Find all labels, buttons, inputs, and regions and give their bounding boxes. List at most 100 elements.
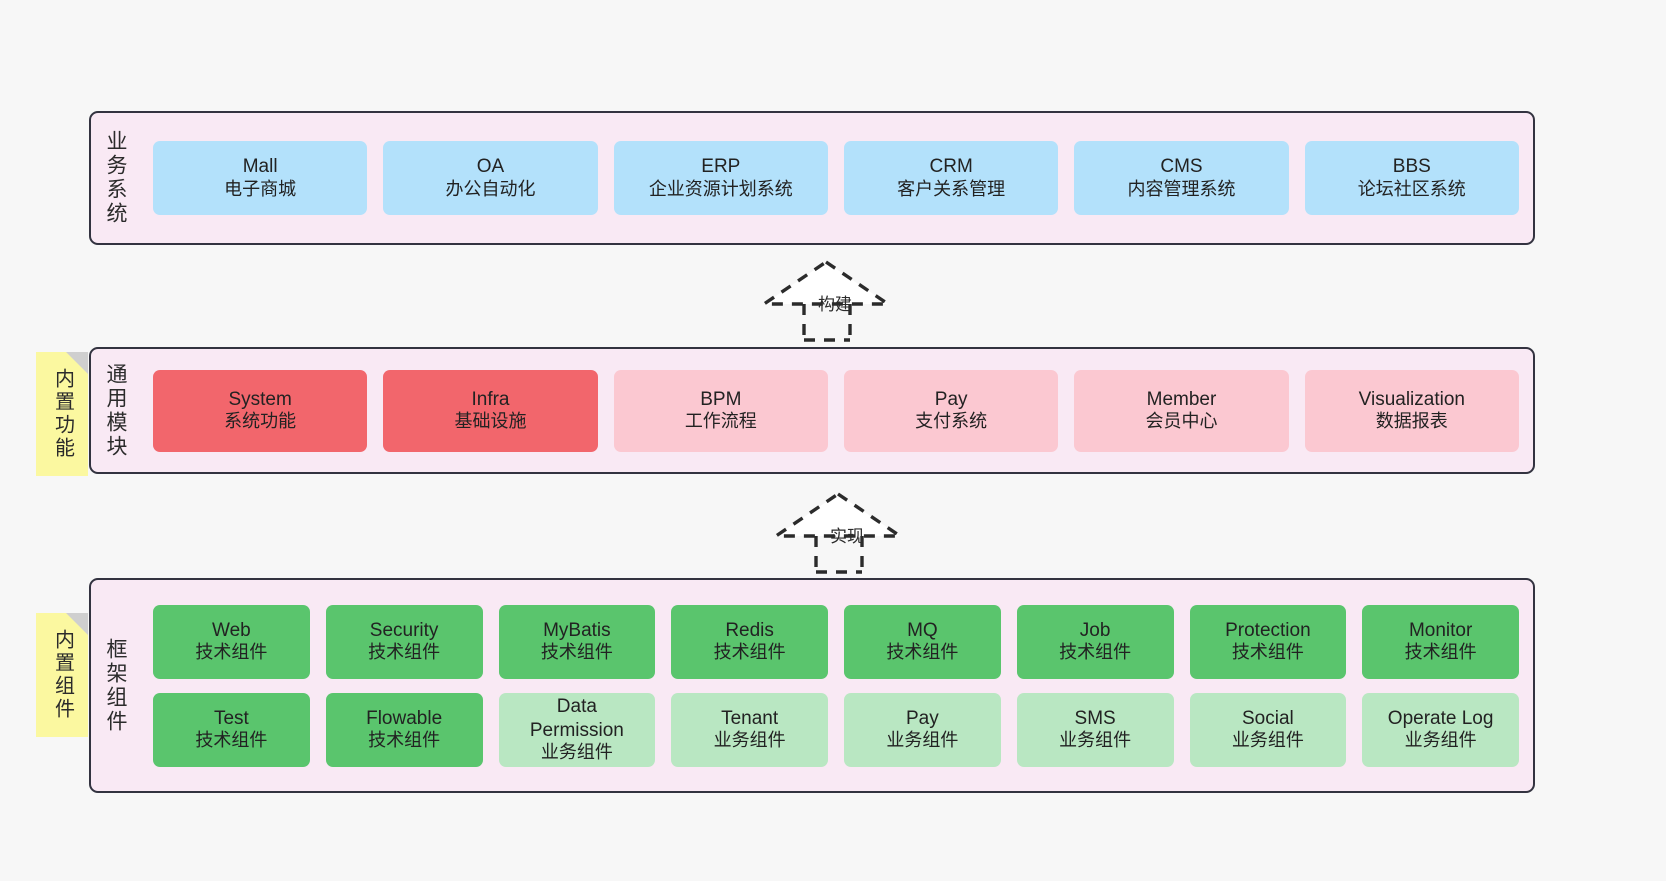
node-protection-title: Protection [1225, 619, 1311, 641]
build-arrow-head [758, 259, 894, 306]
layer-framework-components-label: 框架组件 [104, 637, 128, 734]
node-oa[interactable]: OA 办公自动化 [383, 141, 598, 215]
node-job-title: Job [1079, 619, 1111, 641]
layer-business-systems-label: 业务系统 [104, 130, 128, 226]
node-mybatis[interactable]: MyBatis 技术组件 [498, 604, 656, 679]
implement-arrow-stem [814, 536, 864, 574]
layer-common-modules-label: 通用模块 [104, 362, 128, 459]
node-web-title: Web [212, 619, 251, 641]
node-flowable[interactable]: Flowable 技术组件 [325, 692, 483, 767]
layer-business-systems-row: Mall 电子商城 OA 办公自动化 ERP 企业资源计划系统 CRM 客户关系… [153, 141, 1519, 215]
node-mall-title: Mall [242, 156, 278, 178]
node-system-title: System [228, 388, 292, 410]
node-security[interactable]: Security 技术组件 [325, 604, 483, 679]
connector-implement-label: 实现 [830, 527, 864, 546]
node-flowable-title: Flowable [366, 707, 443, 729]
layer-framework-components-row-2: Test 技术组件 Flowable 技术组件 Data Permission … [153, 692, 1519, 767]
node-social-title: Social [1242, 707, 1294, 729]
node-sms[interactable]: SMS 业务组件 [1016, 692, 1174, 767]
node-security-title: Security [369, 619, 439, 641]
node-sms-subtitle: 业务组件 [1059, 730, 1132, 751]
node-protection[interactable]: Protection 技术组件 [1189, 604, 1347, 679]
node-member-title: Member [1146, 388, 1217, 410]
node-data-permission-title: Data Permission [529, 696, 624, 741]
node-visualization-title: Visualization [1358, 388, 1465, 410]
connector-build: 构建 [758, 258, 900, 342]
layer-common-modules-body: System 系统功能 Infra 基础设施 BPM 工作流程 Pay 支付系统… [139, 349, 1533, 472]
node-web-subtitle: 技术组件 [195, 642, 268, 663]
node-job[interactable]: Job 技术组件 [1016, 604, 1174, 679]
node-pay-module-subtitle: 支付系统 [915, 411, 988, 432]
layer-framework-components-row-1: Web 技术组件 Security 技术组件 MyBatis 技术组件 Redi… [153, 604, 1519, 679]
node-test-title: Test [213, 707, 249, 729]
node-mall-subtitle: 电子商城 [224, 178, 297, 199]
node-visualization[interactable]: Visualization 数据报表 [1304, 369, 1519, 452]
node-crm-title: CRM [929, 156, 973, 178]
node-crm-subtitle: 客户关系管理 [897, 178, 1006, 199]
node-monitor[interactable]: Monitor 技术组件 [1362, 604, 1519, 679]
layer-framework-components: 框架组件 Web 技术组件 Security 技术组件 MyBatis 技术组件… [89, 578, 1535, 793]
node-security-subtitle: 技术组件 [368, 642, 441, 663]
build-arrow-stem [802, 304, 852, 342]
node-infra[interactable]: Infra 基础设施 [383, 369, 598, 452]
node-social-subtitle: 业务组件 [1231, 730, 1304, 751]
layer-business-systems-body: Mall 电子商城 OA 办公自动化 ERP 企业资源计划系统 CRM 客户关系… [139, 113, 1533, 243]
node-bpm-title: BPM [700, 388, 742, 410]
note-builtin-components: 内置组件 [36, 613, 88, 737]
node-pay-module[interactable]: Pay 支付系统 [843, 369, 1059, 452]
node-monitor-subtitle: 技术组件 [1404, 642, 1477, 663]
node-erp-title: ERP [701, 156, 741, 178]
node-cms-subtitle: 内容管理系统 [1127, 178, 1236, 199]
node-redis-subtitle: 技术组件 [713, 642, 786, 663]
note-builtin-features: 内置功能 [36, 352, 88, 476]
implement-arrow-head [770, 491, 906, 538]
node-cms[interactable]: CMS 内容管理系统 [1074, 141, 1289, 215]
node-pay-module-title: Pay [934, 388, 968, 410]
node-data-permission[interactable]: Data Permission 业务组件 [498, 692, 656, 767]
node-monitor-title: Monitor [1408, 619, 1473, 641]
layer-common-modules: 通用模块 System 系统功能 Infra 基础设施 BPM 工作流程 Pay… [89, 347, 1535, 474]
node-mq-title: MQ [907, 619, 938, 641]
node-infra-title: Infra [471, 388, 510, 410]
node-erp[interactable]: ERP 企业资源计划系统 [613, 141, 828, 215]
layer-common-modules-row: System 系统功能 Infra 基础设施 BPM 工作流程 Pay 支付系统… [153, 369, 1519, 452]
node-crm[interactable]: CRM 客户关系管理 [843, 141, 1059, 215]
node-system[interactable]: System 系统功能 [153, 369, 368, 452]
node-visualization-subtitle: 数据报表 [1375, 411, 1448, 432]
note-fold-corner-icon [66, 613, 88, 635]
node-mq[interactable]: MQ 技术组件 [844, 604, 1001, 679]
node-cms-title: CMS [1160, 156, 1203, 178]
node-pay-component[interactable]: Pay 业务组件 [844, 692, 1001, 767]
node-bpm[interactable]: BPM 工作流程 [613, 369, 828, 452]
node-member-subtitle: 会员中心 [1145, 411, 1218, 432]
node-bbs[interactable]: BBS 论坛社区系统 [1304, 141, 1519, 215]
note-fold-corner-icon [66, 352, 88, 374]
node-data-permission-subtitle: 业务组件 [540, 741, 613, 762]
node-operate-log[interactable]: Operate Log 业务组件 [1362, 692, 1519, 767]
node-oa-title: OA [476, 156, 505, 178]
node-web[interactable]: Web 技术组件 [153, 604, 310, 679]
node-operate-log-subtitle: 业务组件 [1404, 730, 1477, 751]
node-pay-component-subtitle: 业务组件 [886, 730, 959, 751]
node-redis-title: Redis [725, 619, 774, 641]
node-tenant-subtitle: 业务组件 [713, 730, 786, 751]
node-member[interactable]: Member 会员中心 [1074, 369, 1289, 452]
node-operate-log-title: Operate Log [1387, 707, 1494, 729]
node-social[interactable]: Social 业务组件 [1189, 692, 1347, 767]
node-tenant[interactable]: Tenant 业务组件 [671, 692, 828, 767]
connector-build-label: 构建 [818, 295, 852, 314]
node-protection-subtitle: 技术组件 [1231, 642, 1304, 663]
connector-implement: 实现 [770, 490, 912, 574]
node-pay-component-title: Pay [906, 707, 939, 729]
node-bbs-title: BBS [1392, 156, 1431, 178]
node-redis[interactable]: Redis 技术组件 [671, 604, 828, 679]
node-mall[interactable]: Mall 电子商城 [153, 141, 368, 215]
node-infra-subtitle: 基础设施 [454, 411, 527, 432]
node-test-subtitle: 技术组件 [195, 730, 268, 751]
node-test[interactable]: Test 技术组件 [153, 692, 310, 767]
node-mybatis-title: MyBatis [543, 619, 611, 641]
node-erp-subtitle: 企业资源计划系统 [648, 178, 793, 199]
node-oa-subtitle: 办公自动化 [445, 178, 536, 199]
note-builtin-features-text: 内置功能 [51, 368, 74, 460]
